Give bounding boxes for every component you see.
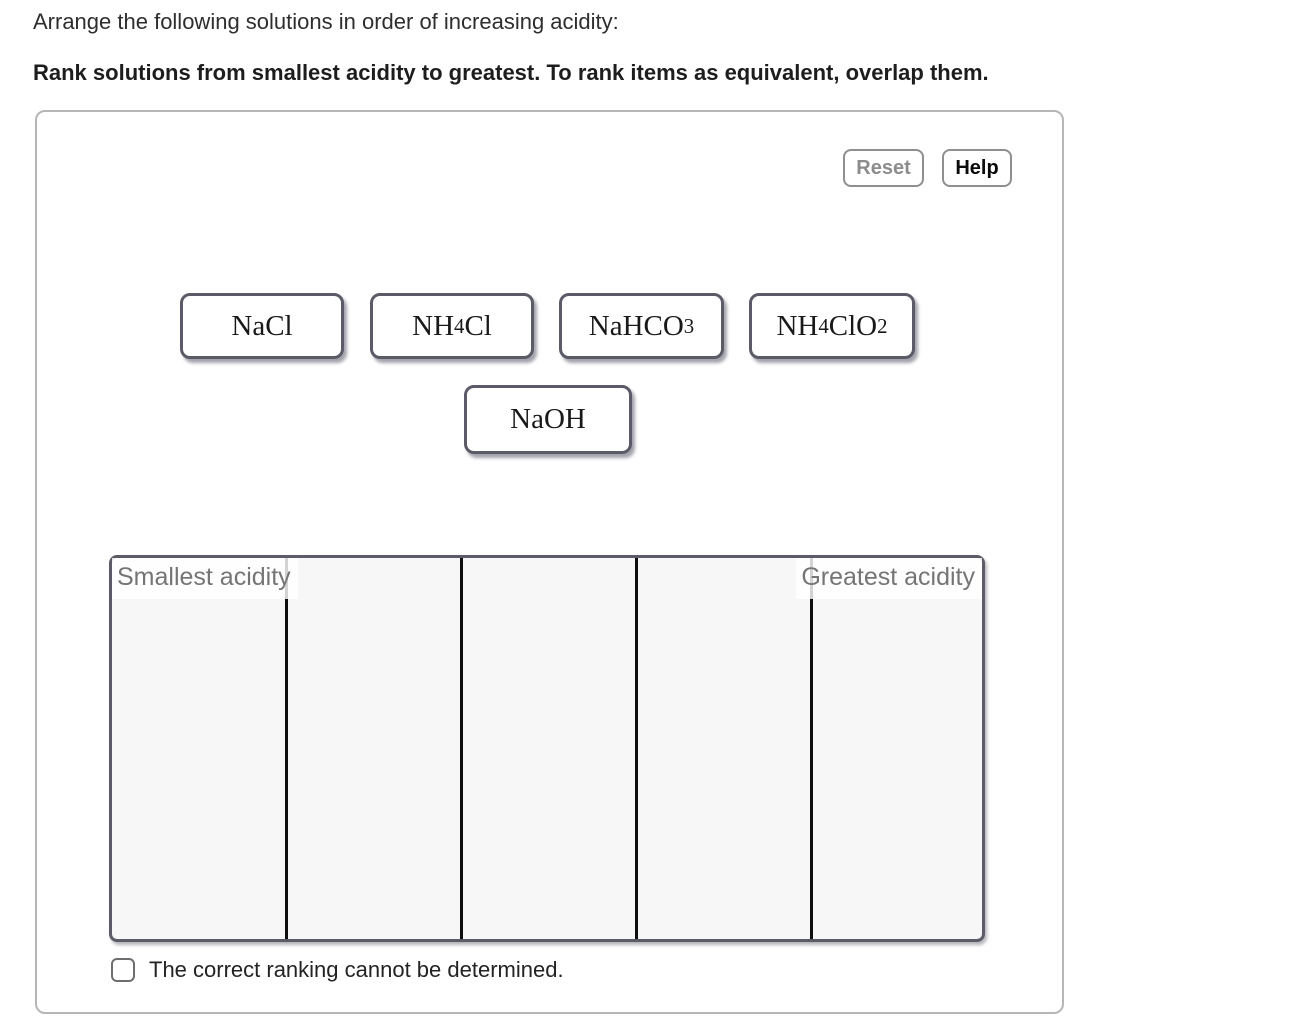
reset-button[interactable]: Reset — [843, 149, 924, 187]
bin-divider-3 — [635, 558, 638, 939]
chip-naoh[interactable]: NaOH — [464, 385, 632, 454]
cannot-determine-row: The correct ranking cannot be determined… — [111, 957, 564, 983]
cannot-determine-checkbox[interactable] — [111, 958, 135, 982]
bin-divider-1 — [285, 558, 288, 939]
help-button[interactable]: Help — [942, 149, 1012, 187]
bin-divider-2 — [460, 558, 463, 939]
ranking-drop-area[interactable]: Smallest acidity Greatest acidity — [109, 555, 985, 942]
smallest-acidity-label: Smallest acidity — [112, 558, 298, 599]
chip-nacl[interactable]: NaCl — [180, 293, 344, 359]
bin-divider-4 — [810, 558, 813, 939]
page-title: Arrange the following solutions in order… — [33, 9, 619, 34]
instruction-text: Rank solutions from smallest acidity to … — [33, 60, 989, 85]
greatest-acidity-label: Greatest acidity — [796, 558, 982, 599]
cannot-determine-label: The correct ranking cannot be determined… — [149, 957, 564, 982]
